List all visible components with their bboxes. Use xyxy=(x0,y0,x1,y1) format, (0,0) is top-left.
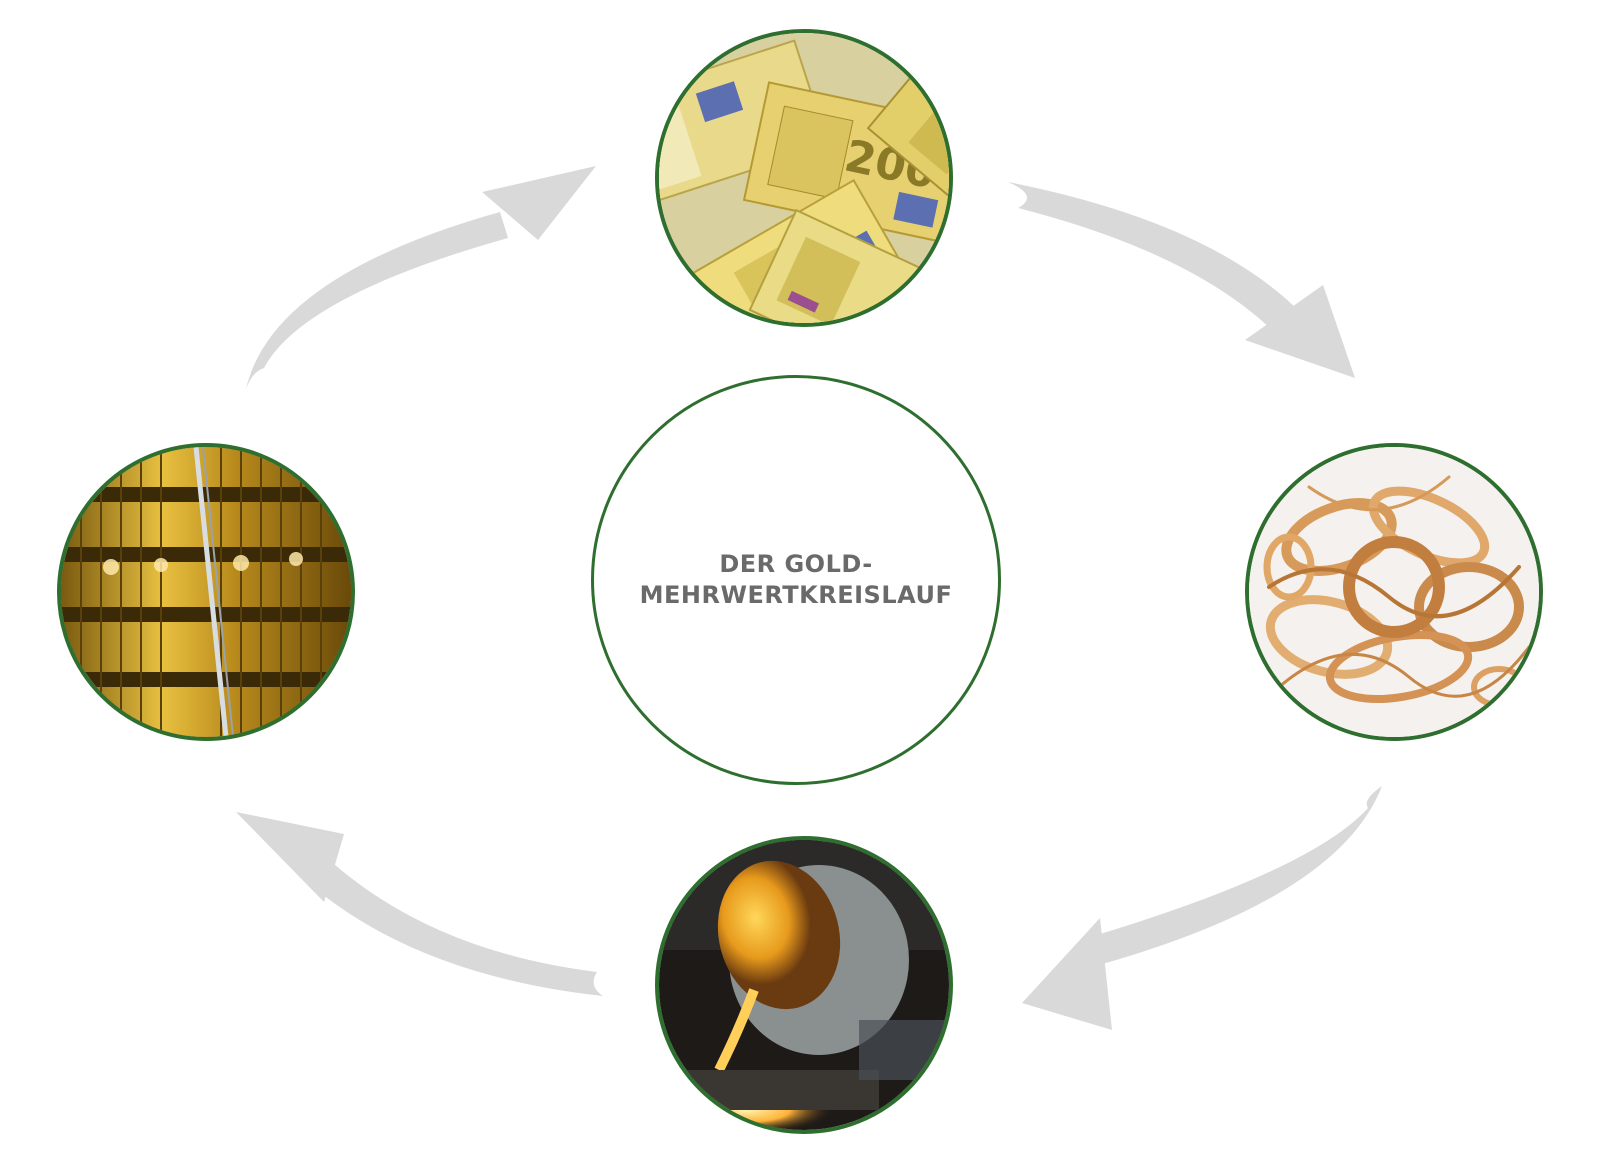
banknotes-illustration: 200 xyxy=(659,33,949,323)
node-scrap-gold-jewelry xyxy=(1245,443,1543,741)
bangles-illustration xyxy=(61,447,351,737)
center-circle: DER GOLD- MEHRWERTKREISLAUF xyxy=(591,375,1001,785)
node-euro-banknotes: 200 xyxy=(655,29,953,327)
arrow-bottom-left xyxy=(236,812,603,996)
node-gold-bangles xyxy=(57,443,355,741)
arrow-bottom-right xyxy=(1022,786,1382,1030)
jewelry-illustration xyxy=(1249,447,1539,737)
arrow-top-right xyxy=(1008,182,1355,378)
diagram-title-line1: DER GOLD- xyxy=(719,550,873,578)
node-molten-gold xyxy=(655,836,953,1134)
diagram-title-line2: MEHRWERTKREISLAUF xyxy=(639,581,953,609)
arrow-top-left xyxy=(246,166,596,389)
melting-illustration xyxy=(659,840,949,1130)
